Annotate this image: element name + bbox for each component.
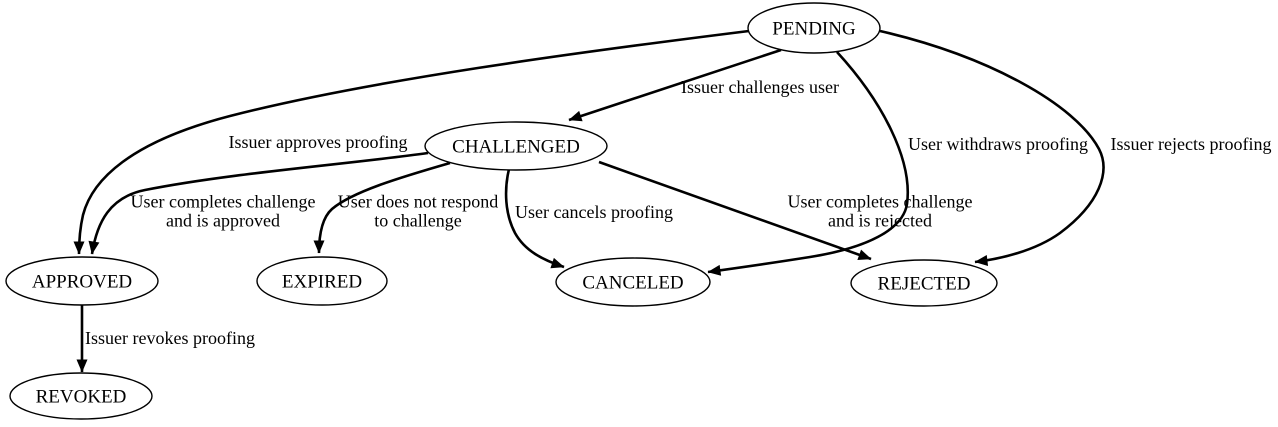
node-label-revoked: REVOKED bbox=[36, 387, 127, 408]
node-revoked: REVOKED bbox=[9, 372, 153, 420]
edge-pending-to-rejected bbox=[879, 29, 1105, 266]
node-approved: APPROVED bbox=[5, 256, 159, 306]
edge-challenged-to-expired bbox=[313, 161, 451, 254]
node-label-rejected: REJECTED bbox=[878, 274, 971, 295]
edge-challenged-to-canceled bbox=[504, 168, 565, 269]
node-label-approved: APPROVED bbox=[32, 272, 132, 293]
edge-pending-to-canceled bbox=[707, 51, 910, 276]
node-ellipse-pending bbox=[747, 2, 881, 54]
node-expired: EXPIRED bbox=[256, 256, 388, 306]
node-canceled: CANCELED bbox=[555, 257, 711, 307]
node-ellipse-expired bbox=[256, 256, 388, 306]
node-ellipse-approved bbox=[5, 256, 159, 306]
node-label-canceled: CANCELED bbox=[582, 273, 683, 294]
node-rejected: REJECTED bbox=[850, 259, 998, 307]
edge-label-challenged-to-canceled: User cancels proofing bbox=[515, 202, 673, 222]
edge-label-pending-to-challenged: Issuer challenges user bbox=[681, 77, 839, 97]
node-ellipse-challenged bbox=[424, 121, 608, 171]
node-label-challenged: CHALLENGED bbox=[452, 137, 580, 158]
edge-label-pending-to-canceled: User withdraws proofing bbox=[908, 134, 1088, 154]
node-label-expired: EXPIRED bbox=[282, 272, 362, 293]
edge-challenged-to-approved bbox=[88, 151, 429, 255]
node-pending: PENDING bbox=[747, 2, 881, 54]
node-ellipse-rejected bbox=[850, 259, 998, 307]
edge-label-pending-to-rejected: Issuer rejects proofing bbox=[1111, 134, 1272, 154]
node-ellipse-canceled bbox=[555, 257, 711, 307]
edge-pending-to-approved bbox=[73, 29, 750, 255]
node-label-pending: PENDING bbox=[772, 19, 856, 40]
edge-challenged-to-rejected bbox=[598, 160, 872, 261]
edge-label-approved-to-revoked: Issuer revokes proofing bbox=[85, 328, 255, 348]
node-challenged: CHALLENGED bbox=[424, 121, 608, 171]
edge-pending-to-challenged bbox=[568, 48, 782, 122]
edge-label-pending-to-approved: Issuer approves proofing bbox=[229, 132, 408, 152]
node-ellipse-revoked bbox=[9, 372, 153, 420]
